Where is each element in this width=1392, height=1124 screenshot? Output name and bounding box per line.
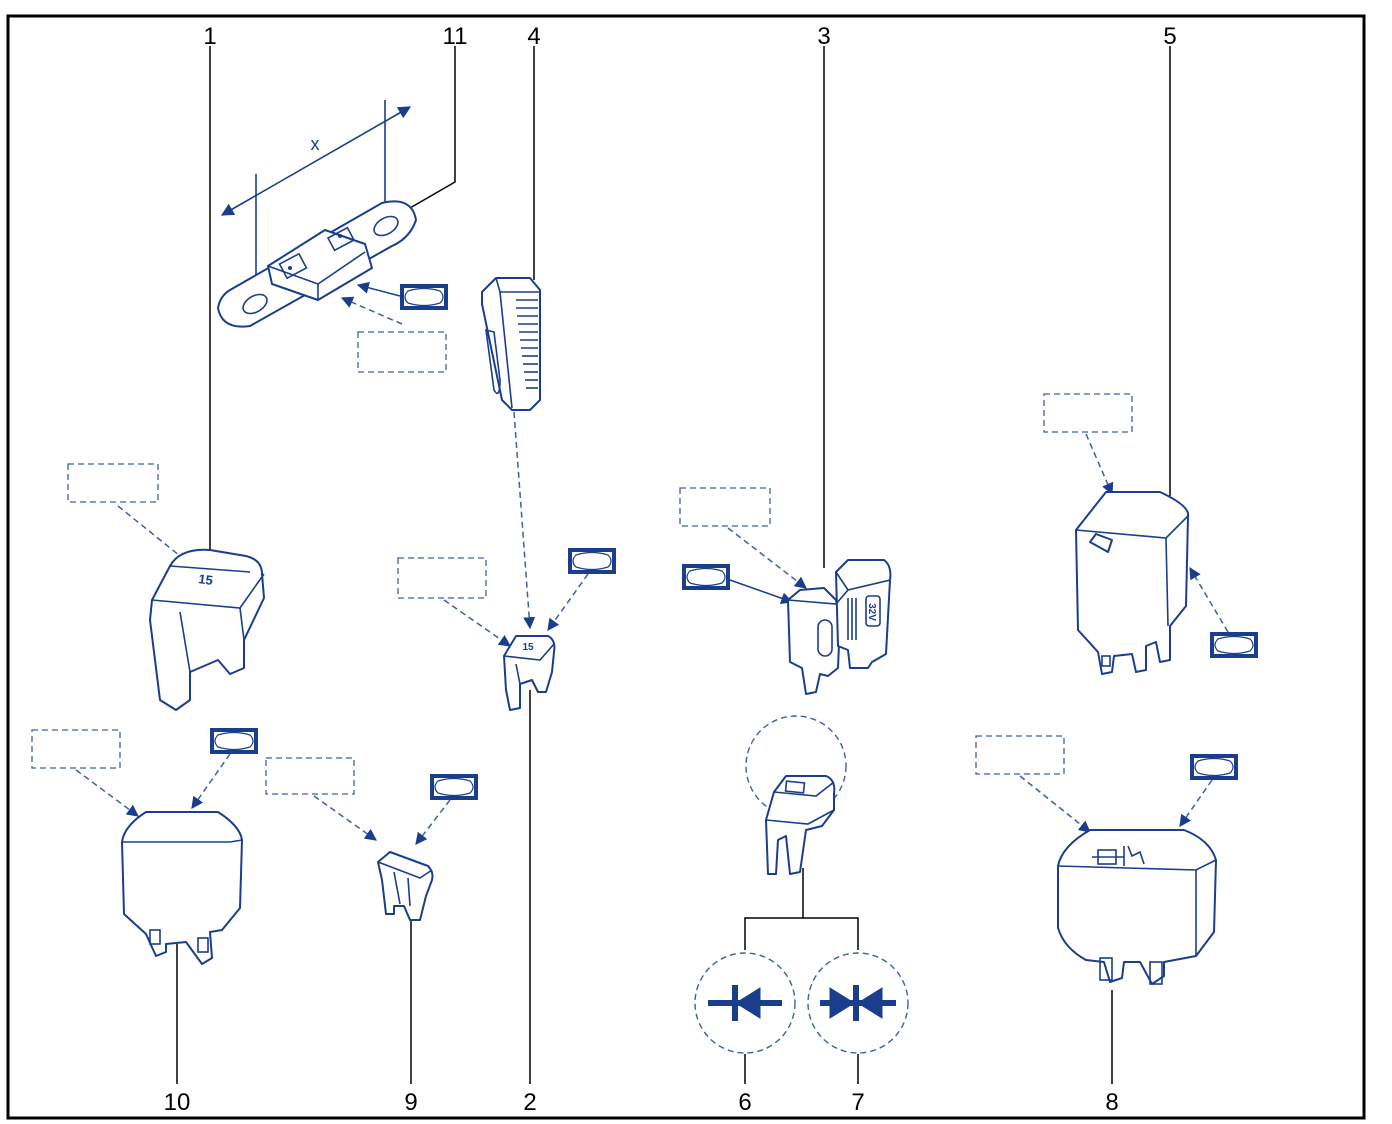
mini-relay bbox=[121, 811, 243, 965]
mega-fuse: x bbox=[217, 100, 417, 328]
callout-5: 5 bbox=[1163, 23, 1176, 50]
fuse-puller bbox=[481, 277, 541, 411]
double-diode-symbol-circle bbox=[807, 952, 909, 1054]
callout-10: 10 bbox=[164, 1089, 191, 1116]
mini-fuse-rating: 15 bbox=[522, 642, 534, 653]
label-placeholder bbox=[31, 729, 121, 769]
part-tag bbox=[1210, 632, 1258, 658]
callout-3: 3 bbox=[817, 23, 830, 50]
part-tag bbox=[430, 774, 478, 800]
label-placeholder bbox=[679, 487, 771, 527]
label-placeholder bbox=[1043, 393, 1133, 433]
maxi-fuse-rating: 15 bbox=[197, 571, 213, 588]
part-tag bbox=[210, 728, 258, 754]
ato-fuse bbox=[377, 851, 434, 921]
label-placeholder bbox=[67, 463, 159, 503]
diode-fuse-rating: 32V bbox=[866, 603, 877, 621]
leader-lines bbox=[176, 46, 1171, 1084]
standard-relay bbox=[1057, 829, 1217, 985]
callout-8: 8 bbox=[1105, 1089, 1118, 1116]
diode-module bbox=[765, 775, 836, 875]
callout-9: 9 bbox=[404, 1089, 417, 1116]
mini-fuse: 15 bbox=[503, 635, 556, 711]
part-tag bbox=[682, 564, 730, 590]
callout-4: 4 bbox=[527, 23, 540, 50]
micro-relay bbox=[1075, 491, 1190, 675]
part-tag bbox=[1190, 754, 1238, 780]
label-placeholder bbox=[975, 735, 1065, 775]
part-tag bbox=[400, 284, 448, 310]
callout-6: 6 bbox=[738, 1089, 751, 1116]
callout-7: 7 bbox=[851, 1089, 864, 1116]
callout-1: 1 bbox=[203, 23, 216, 50]
diagram-frame bbox=[6, 14, 1366, 1120]
maxi-fuse: 15 bbox=[149, 548, 265, 711]
diode-symbol-circle bbox=[694, 952, 796, 1054]
callout-11: 11 bbox=[443, 23, 468, 50]
label-placeholder bbox=[357, 331, 447, 373]
relay-symbol-icon bbox=[1092, 845, 1145, 866]
dimension-x-label: x bbox=[311, 134, 320, 154]
diode-symbol-icon bbox=[708, 985, 782, 1021]
label-placeholder bbox=[265, 757, 355, 795]
callout-2: 2 bbox=[523, 1089, 536, 1116]
detail-circle bbox=[745, 715, 847, 817]
diode-fuse: 32V bbox=[787, 559, 892, 695]
part-tag bbox=[568, 548, 616, 574]
label-placeholder bbox=[397, 557, 487, 599]
double-diode-symbol-icon bbox=[820, 985, 896, 1021]
